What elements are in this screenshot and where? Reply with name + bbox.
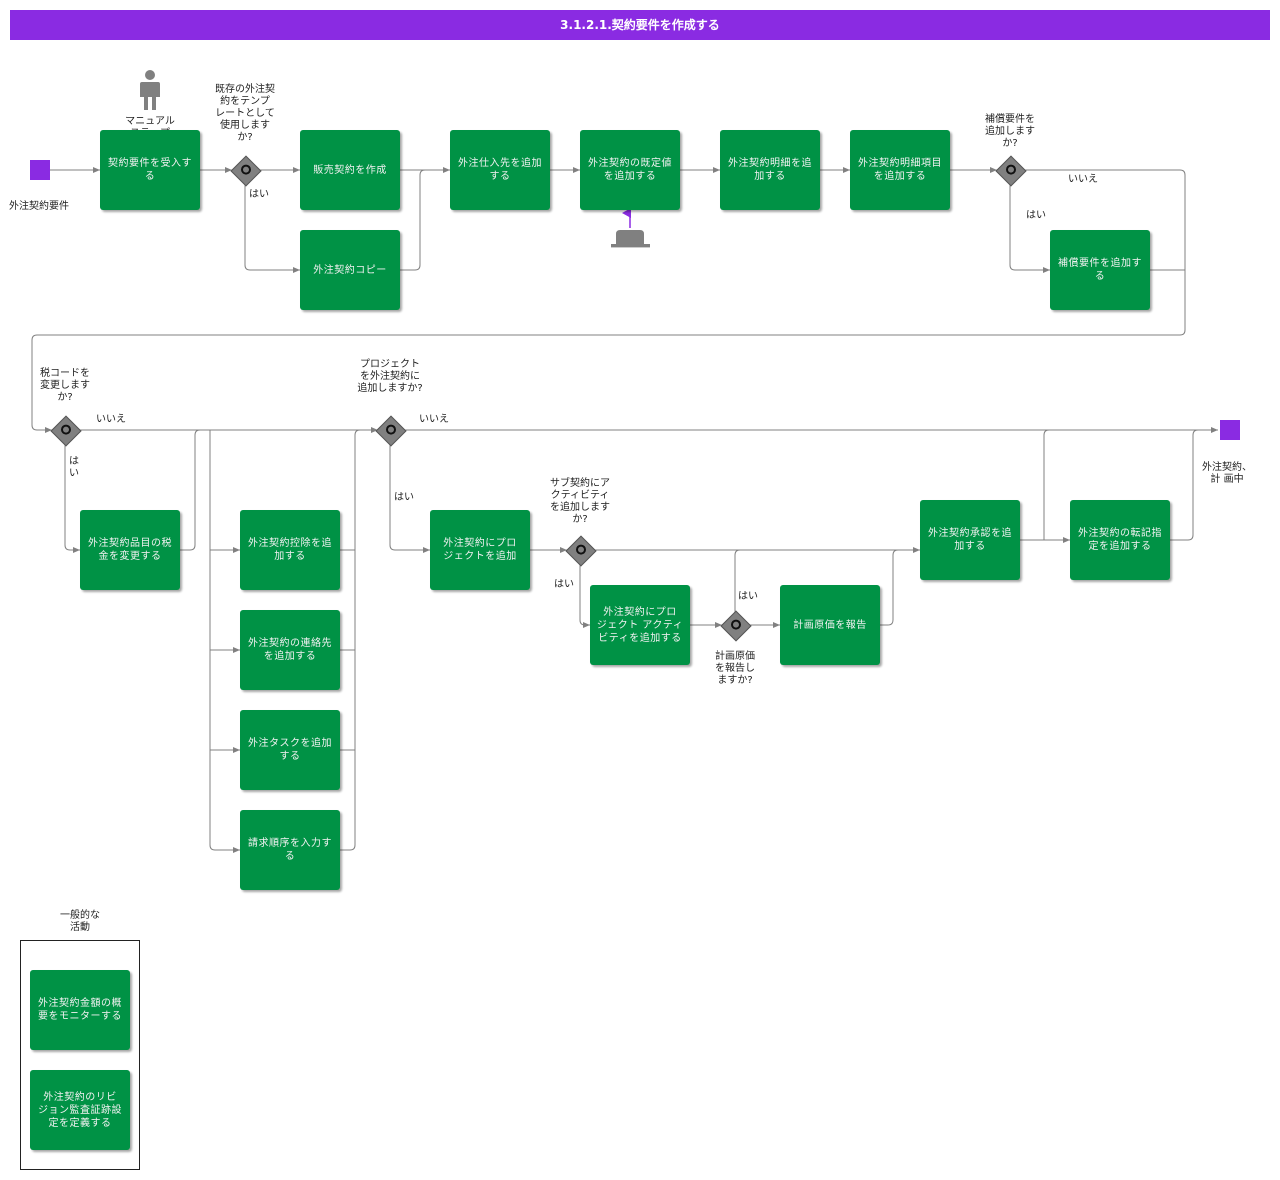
task-change-item-tax[interactable]: 外注契約品目の税 金を変更する (80, 510, 180, 590)
task-add-project-to-subcontract[interactable]: 外注契約にプロ ジェクトを追加 (430, 510, 530, 590)
task-add-subcontract-approval[interactable]: 外注契約承認を追 加する (920, 500, 1020, 580)
task-add-subcontract-contacts[interactable]: 外注契約の連絡先 を追加する (240, 610, 340, 690)
system-resource-icon (611, 230, 650, 248)
person-icon (140, 70, 160, 110)
task-enter-billing-sequence[interactable]: 請求順序を入力す る (240, 810, 340, 890)
gateway-add-project-label: プロジェクト を外注契約に 追加しますか? (357, 359, 423, 394)
general-activities-group (20, 940, 140, 1170)
gateway-add-activity-label: サブ契約にア クティビティ を追加します か? (550, 478, 610, 525)
branch-no-label: いいえ (1068, 174, 1098, 185)
task-receive-contract-requirement[interactable]: 契約要件を受入す る (100, 130, 200, 210)
start-event-label: 外注契約要件 (9, 201, 69, 212)
task-define-revision-audit-trail[interactable]: 外注契約のリビ ジョン監査証跡設 定を定義する (30, 1070, 130, 1150)
end-event-label: 外注契約、 計 画中 (1202, 462, 1252, 485)
task-add-compensation-requirement[interactable]: 補償要件を追加す る (1050, 230, 1150, 310)
task-add-subcontract-defaults[interactable]: 外注契約の既定値 を追加する (580, 130, 680, 210)
task-report-planned-cost[interactable]: 計画原価を報告 (780, 585, 880, 665)
task-create-sales-contract[interactable]: 販売契約を作成 (300, 130, 400, 210)
branch-yes-label: はい (249, 189, 269, 200)
gateway-change-tax-code-label: 税コードを 変更します か? (40, 368, 90, 403)
task-add-project-activity[interactable]: 外注契約にプロ ジェクト アクティ ビティを追加する (590, 585, 690, 665)
branch-yes-label: はい (394, 492, 414, 503)
task-add-subcontract-deductions[interactable]: 外注契約控除を追 加する (240, 510, 340, 590)
task-add-subcontract-tasks[interactable]: 外注タスクを追加 する (240, 710, 340, 790)
task-add-subcontractor[interactable]: 外注仕入先を追加 する (450, 130, 550, 210)
branch-no-label: いいえ (419, 414, 449, 425)
gateway-use-template-label: 既存の外注契 約をテンプ レートとして 使用します か? (215, 84, 275, 143)
branch-no-label: いいえ (96, 414, 126, 425)
gateway-add-compensation-label: 補償要件を 追加します か? (985, 114, 1035, 149)
branch-yes-label: はい (738, 591, 758, 602)
task-copy-subcontract[interactable]: 外注契約コピー (300, 230, 400, 310)
task-add-subcontract-line-items[interactable]: 外注契約明細項目 を追加する (850, 130, 950, 210)
task-add-posting-definition[interactable]: 外注契約の転記指 定を追加する (1070, 500, 1170, 580)
gateway-report-planned-cost-label: 計画原価 を報告し ますか? (715, 651, 755, 686)
page-title: 3.1.2.1.契約要件を作成する (10, 10, 1270, 40)
task-monitor-subcontract-amounts[interactable]: 外注契約金額の概 要をモニターする (30, 970, 130, 1050)
branch-yes-vertical-label: は い (69, 456, 79, 479)
group-label: 一般的な 活動 (60, 910, 100, 933)
task-add-subcontract-lines[interactable]: 外注契約明細を追 加する (720, 130, 820, 210)
start-event (30, 160, 50, 180)
branch-yes-label: はい (1026, 210, 1046, 221)
branch-yes-label: はい (554, 579, 574, 590)
end-event (1220, 420, 1240, 440)
